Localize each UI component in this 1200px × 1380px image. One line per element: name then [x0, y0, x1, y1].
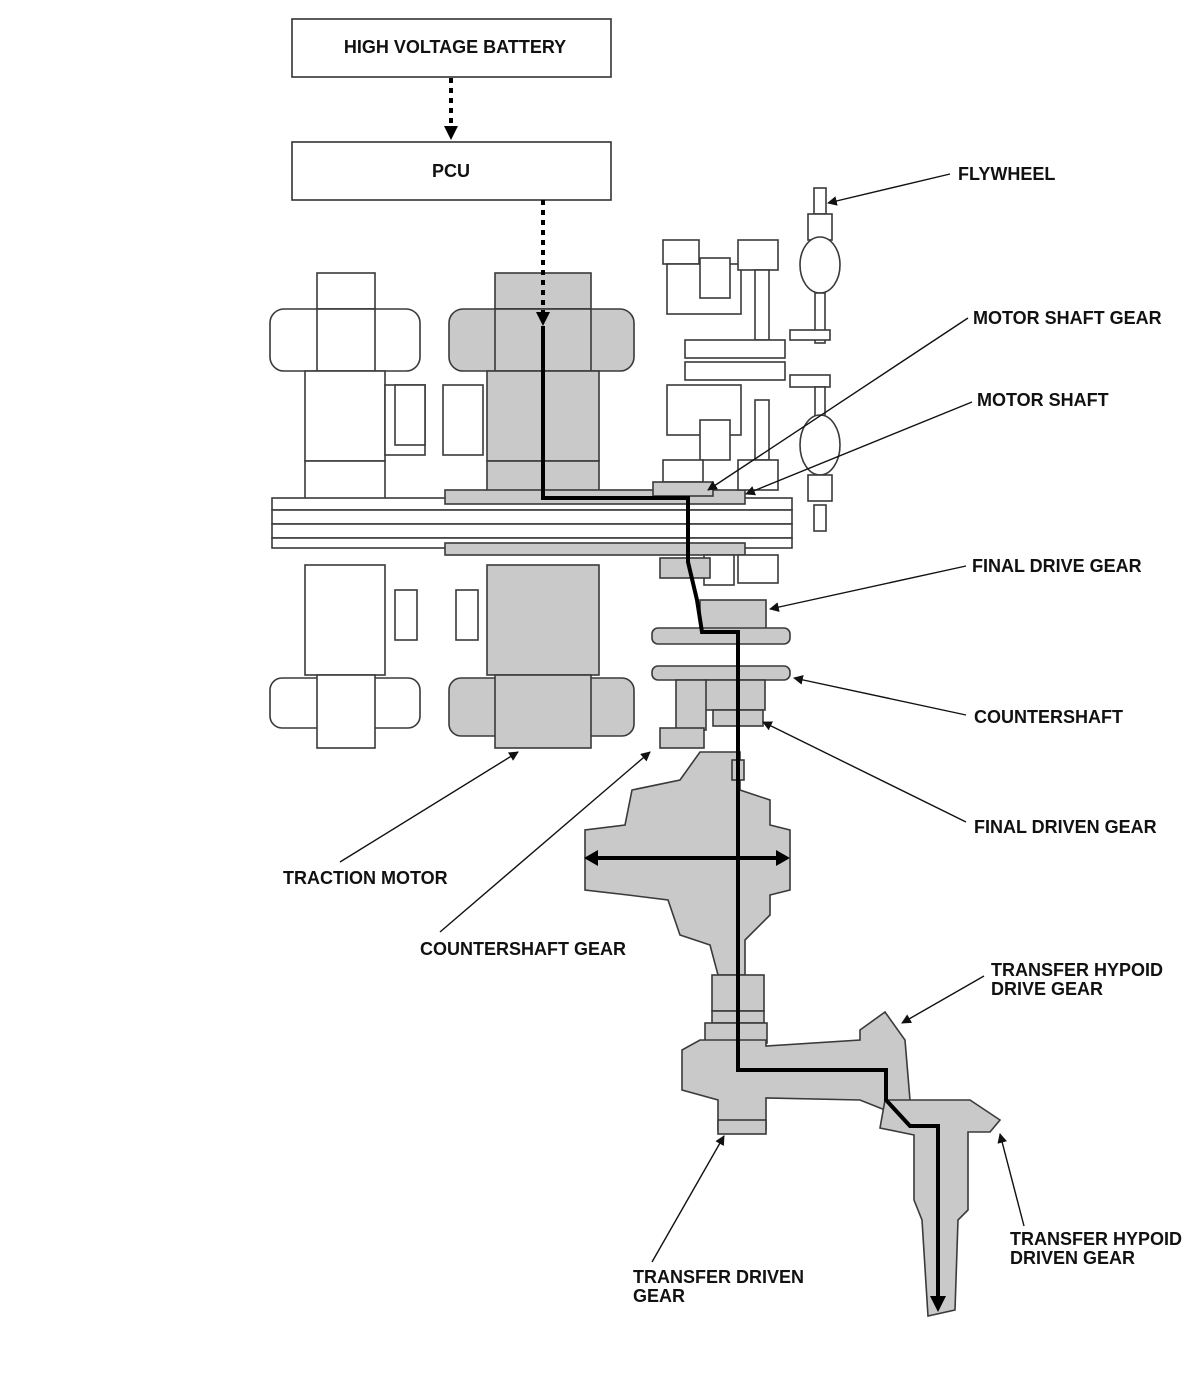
label-countershaft: COUNTERSHAFT: [974, 707, 1123, 727]
leader-flywheel: [827, 173, 951, 206]
transfer-assembly: [681, 974, 1002, 1317]
label-transfer-hypoid-driven-gear-line1: TRANSFER HYPOID: [1010, 1229, 1182, 1249]
leader-transfer-driven-gear: [651, 1135, 725, 1263]
label-final-drive-gear: FINAL DRIVE GEAR: [972, 556, 1142, 576]
power-flow-path: [541, 326, 940, 1300]
diff-axle-arrowhead-left: [584, 850, 598, 866]
label-final-driven-gear: FINAL DRIVEN GEAR: [974, 817, 1157, 837]
label-countershaft-gear: COUNTERSHAFT GEAR: [420, 939, 626, 959]
leader-motor-shaft: [745, 401, 973, 496]
battery-box: HIGH VOLTAGE BATTERY: [291, 18, 612, 78]
countershaft-assembly: [651, 481, 791, 749]
label-transfer-hypoid-drive-gear-line2: DRIVE GEAR: [991, 979, 1103, 999]
label-motor-shaft: MOTOR SHAFT: [977, 390, 1109, 410]
label-traction-motor: TRACTION MOTOR: [283, 868, 448, 888]
label-transfer-driven-gear-line1: TRANSFER DRIVEN: [633, 1267, 804, 1287]
flywheel: [789, 187, 841, 532]
label-transfer-hypoid-driven-gear-line2: DRIVEN GEAR: [1010, 1248, 1135, 1268]
leader-countershaft: [793, 675, 967, 716]
label-motor-shaft-gear: MOTOR SHAFT GEAR: [973, 308, 1162, 328]
motor-shaft-assembly: [271, 489, 793, 556]
power-flow-arrowhead: [930, 1296, 946, 1312]
battery-box-label: HIGH VOLTAGE BATTERY: [344, 37, 566, 57]
label-flywheel: FLYWHEEL: [958, 164, 1055, 184]
pcu-box: PCU: [291, 141, 612, 201]
diff-axle-arrowhead-right: [776, 850, 790, 866]
leader-motor-shaft-gear: [707, 317, 969, 491]
label-transfer-hypoid-drive-gear-line1: TRANSFER HYPOID: [991, 960, 1163, 980]
generator-unit: [269, 272, 426, 749]
component-labels: FLYWHEEL MOTOR SHAFT GEAR MOTOR SHAFT FI…: [283, 164, 1182, 1306]
leader-final-drive-gear: [769, 565, 967, 612]
leader-traction-motor: [339, 751, 519, 863]
leader-final-driven-gear: [762, 721, 967, 823]
leader-lines: [339, 173, 1025, 1263]
leader-transfer-hypoid-driven-gear: [997, 1133, 1025, 1227]
leader-countershaft-gear: [439, 751, 651, 933]
leader-transfer-hypoid-drive-gear: [901, 975, 985, 1024]
pcu-to-motor-arrowhead: [536, 312, 550, 326]
pcu-box-label: PCU: [432, 161, 470, 181]
battery-to-pcu-arrowhead: [444, 126, 458, 140]
label-transfer-driven-gear-line2: GEAR: [633, 1286, 685, 1306]
